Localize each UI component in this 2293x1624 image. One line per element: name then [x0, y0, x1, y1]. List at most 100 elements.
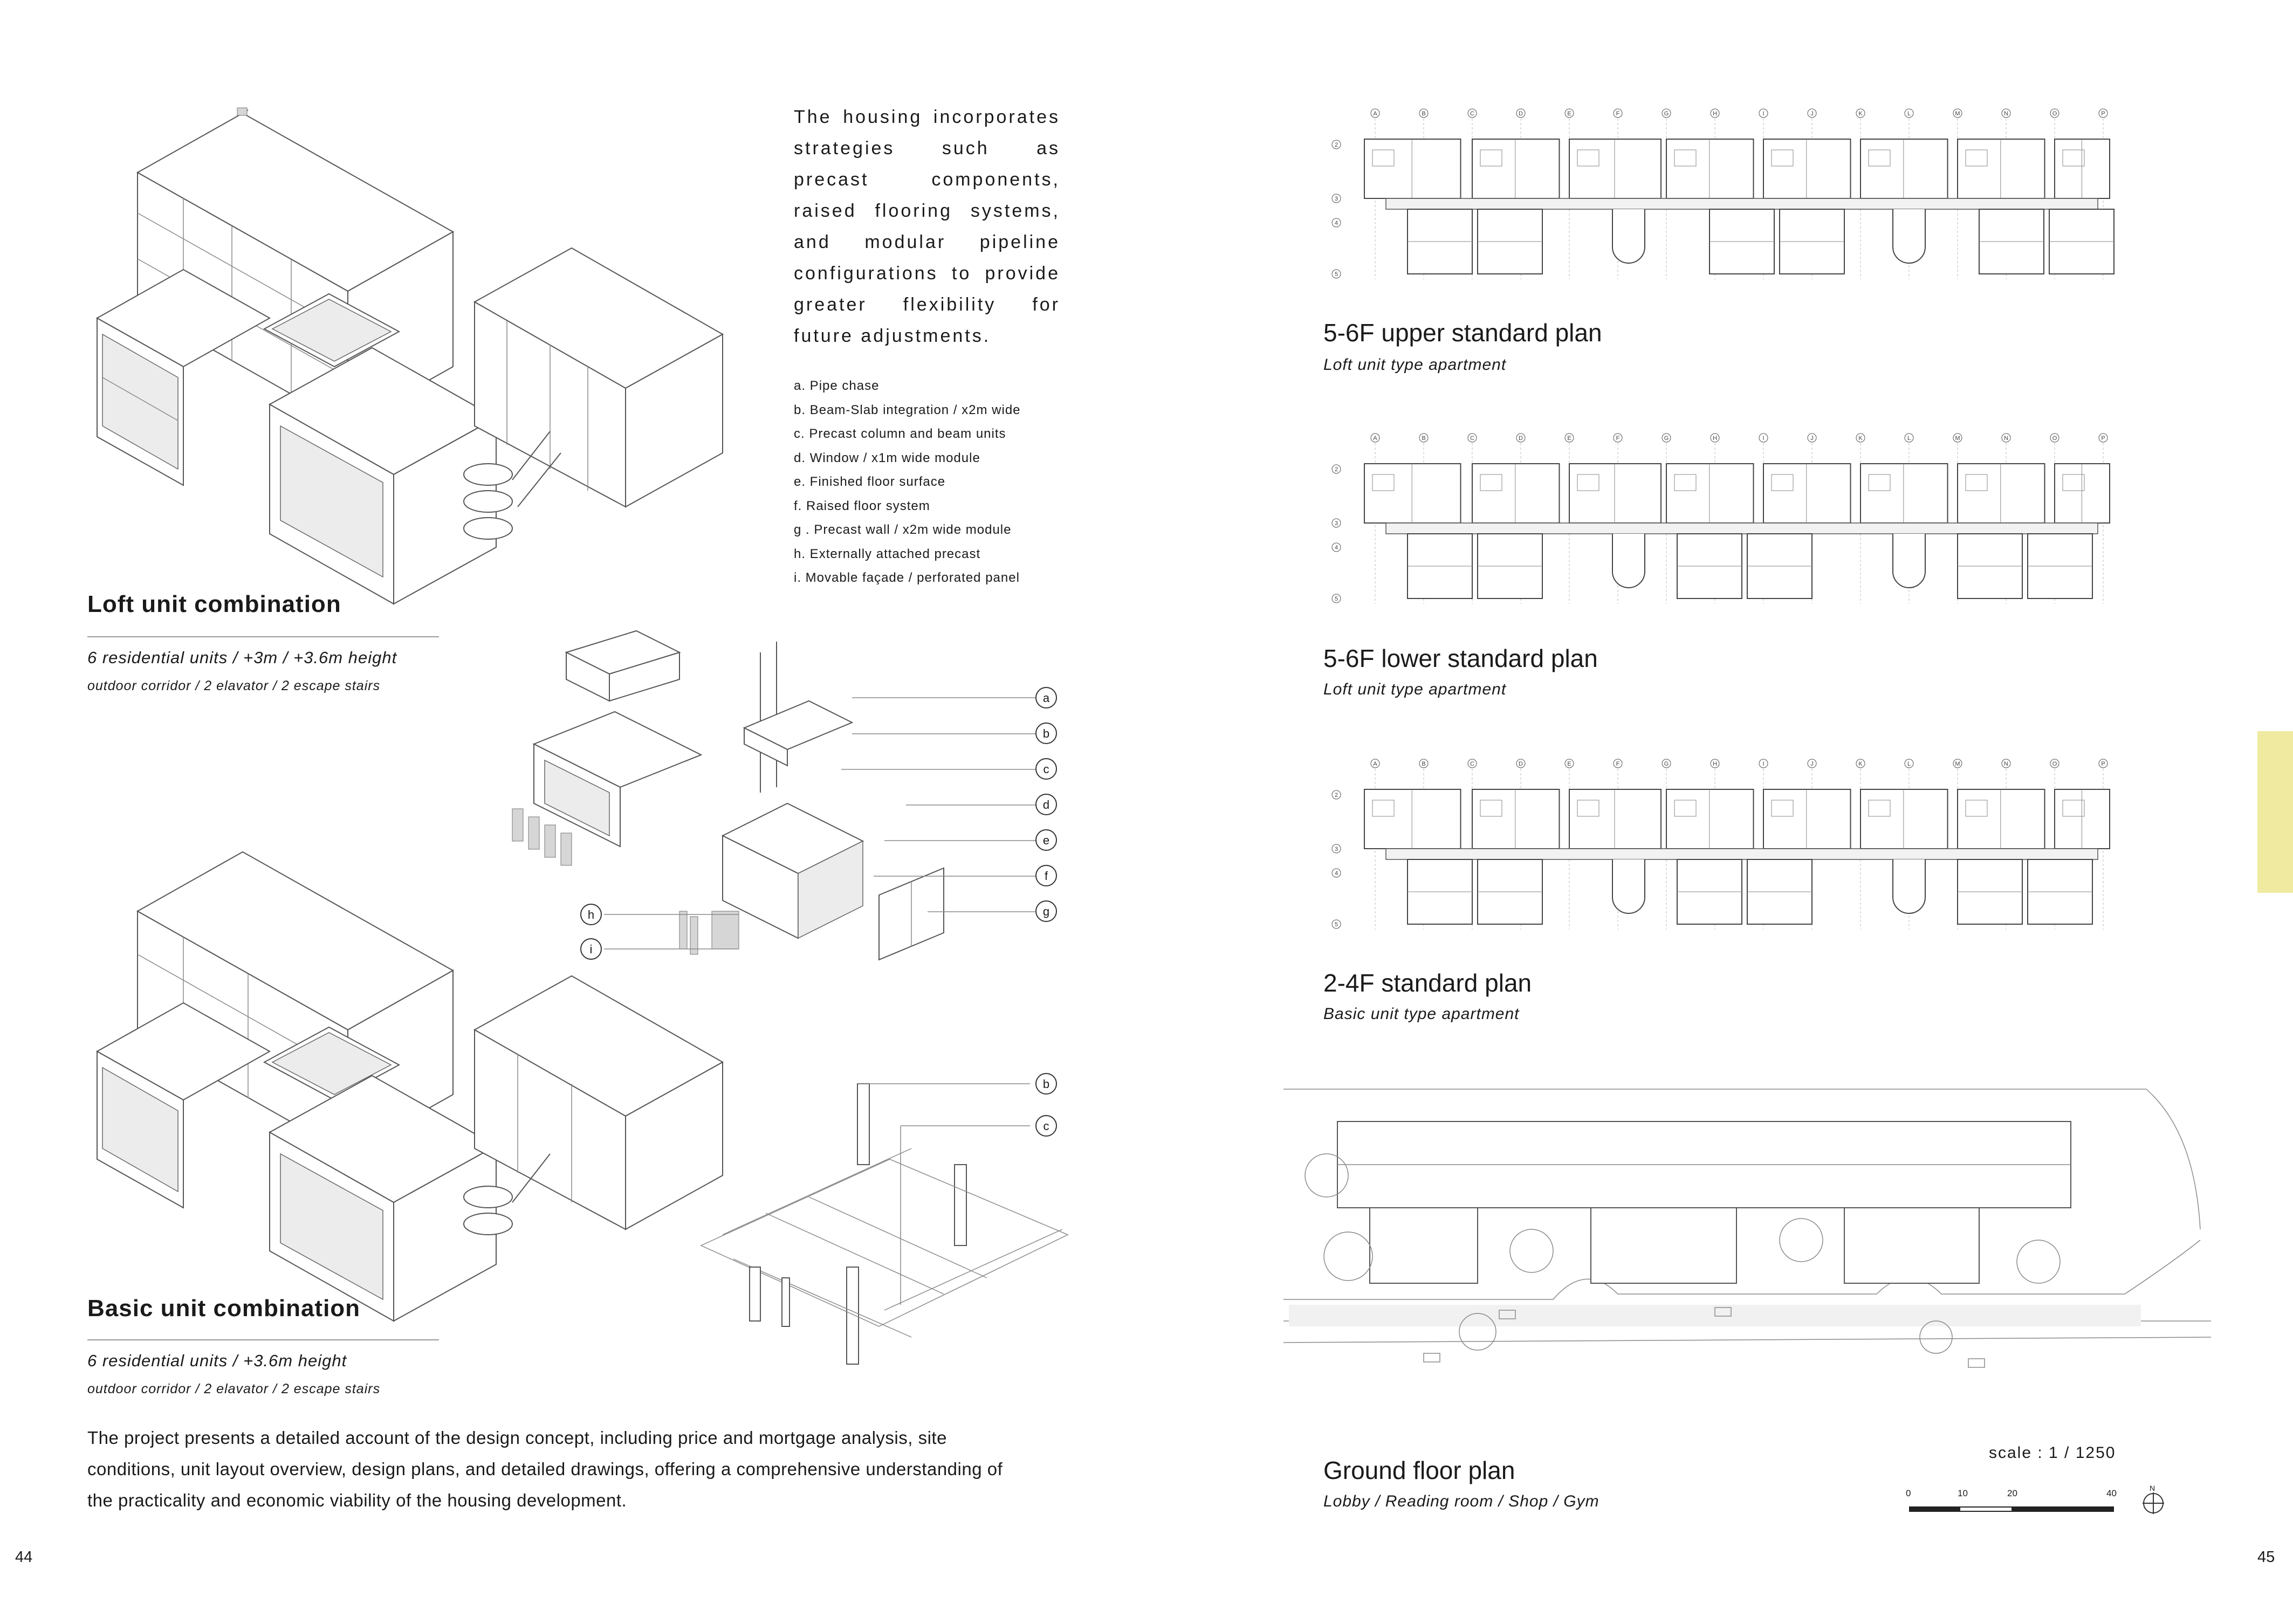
svg-text:4: 4	[1335, 220, 1338, 226]
grid-axis-label: G	[1662, 108, 1671, 118]
loft-unit-subtitle: 6 residential units / +3m / +3.6m height	[87, 648, 397, 667]
unit-room	[2054, 789, 2110, 849]
grid-axis-label: M	[1953, 108, 1962, 118]
grid-axis-label: H	[1710, 108, 1720, 118]
unit-room	[1957, 139, 2045, 199]
grid-axis-label: K	[1856, 433, 1865, 443]
unit-room	[1860, 463, 1948, 524]
grid-axis-label: P	[2098, 108, 2108, 118]
legend-item: d. Window / x1m wide module	[794, 450, 980, 465]
loft-axonometric-drawing	[95, 107, 724, 605]
svg-text:C: C	[1470, 761, 1474, 767]
scale-tick: 20	[2007, 1488, 2017, 1498]
svg-text:2: 2	[1335, 792, 1338, 799]
svg-text:I: I	[1762, 435, 1764, 442]
svg-text:G: G	[1664, 111, 1669, 117]
loft-divider	[87, 636, 439, 637]
unit-room	[1569, 139, 1662, 199]
grid-axis-label: N	[2001, 759, 2011, 768]
svg-text:L: L	[1907, 111, 1911, 117]
svg-text:N: N	[2004, 761, 2008, 767]
unit-room	[1763, 789, 1851, 849]
grid-axis-label: F	[1613, 108, 1623, 118]
svg-text:4: 4	[1335, 870, 1338, 877]
svg-text:5: 5	[1335, 271, 1338, 278]
grid-axis-label: L	[1904, 108, 1914, 118]
svg-text:2: 2	[1335, 466, 1338, 473]
svg-text:L: L	[1907, 761, 1911, 767]
callout-g: g	[1035, 900, 1057, 922]
grid-axis-label: J	[1807, 759, 1817, 768]
page-number-left: 44	[15, 1549, 33, 1566]
basic-axonometric-drawing	[95, 851, 724, 1322]
grid-axis-label: C	[1467, 108, 1477, 118]
grid-axis-label: K	[1856, 108, 1865, 118]
callout-b: b	[1035, 722, 1057, 744]
plan-title-ground: Ground floor plan	[1323, 1456, 1515, 1484]
grid-row-label: 4	[1331, 542, 1341, 552]
svg-text:H: H	[1713, 761, 1717, 767]
svg-text:C: C	[1470, 435, 1474, 442]
unit-room	[1472, 789, 1560, 849]
scale-tick: 0	[1906, 1488, 1911, 1498]
basic-divider	[87, 1339, 439, 1340]
grid-axis-label: G	[1662, 433, 1671, 443]
ground-floor-plan-drawing	[1283, 1089, 2212, 1368]
unit-room	[1763, 463, 1851, 524]
svg-text:A: A	[1373, 435, 1377, 442]
svg-text:M: M	[1955, 761, 1960, 767]
svg-text:F: F	[1616, 435, 1620, 442]
unit-room	[1860, 789, 1948, 849]
grid-axis-label: I	[1759, 433, 1768, 443]
svg-text:J: J	[1810, 111, 1814, 117]
svg-text:P: P	[2101, 435, 2105, 442]
grid-axis-label: A	[1370, 759, 1380, 768]
grid-axis-label: H	[1710, 433, 1720, 443]
grid-row-label: 3	[1331, 518, 1341, 528]
callout-f: f	[1035, 865, 1057, 886]
grid-row-label: 2	[1331, 140, 1341, 149]
page-number-right: 45	[2257, 1549, 2275, 1566]
grid-axis-label: F	[1613, 759, 1623, 768]
svg-text:E: E	[1567, 761, 1571, 767]
grid-axis-label: O	[2050, 433, 2059, 443]
legend-item: a. Pipe chase	[794, 379, 880, 393]
svg-text:I: I	[1762, 111, 1764, 117]
unit-room	[1763, 139, 1851, 199]
grid-axis-label: B	[1419, 433, 1429, 443]
grid-axis-label: A	[1370, 433, 1380, 443]
grid-row-label: 2	[1331, 790, 1341, 800]
legend-item: b. Beam-Slab integration / x2m wide	[794, 402, 1021, 417]
grid-axis-label: D	[1516, 759, 1526, 768]
unit-room	[1364, 789, 1461, 849]
unit-room	[1957, 463, 2045, 524]
unit-room	[2054, 463, 2110, 524]
unit-room	[1860, 139, 1948, 199]
grid-axis-label: B	[1419, 108, 1429, 118]
loft-unit-title: Loft unit combination	[87, 591, 341, 617]
plan-subtitle-lower: Loft unit type apartment	[1323, 680, 1507, 698]
svg-text:E: E	[1567, 111, 1571, 117]
svg-text:N: N	[2004, 435, 2008, 442]
unit-room	[1666, 789, 1754, 849]
grid-axis-label: O	[2050, 759, 2059, 768]
grid-row-label: 3	[1331, 194, 1341, 203]
grid-axis-label: M	[1953, 433, 1962, 443]
svg-text:B: B	[1422, 435, 1425, 442]
grid-row-label: 5	[1331, 594, 1341, 603]
svg-text:K: K	[1858, 111, 1863, 117]
unit-room	[1364, 463, 1461, 524]
svg-text:3: 3	[1335, 846, 1338, 852]
unit-room	[1472, 139, 1560, 199]
grid-axis-label: E	[1564, 108, 1574, 118]
unit-room	[1666, 463, 1754, 524]
grid-axis-label: D	[1516, 433, 1526, 443]
svg-text:G: G	[1664, 435, 1669, 442]
svg-text:5: 5	[1335, 921, 1338, 928]
svg-text:A: A	[1373, 761, 1377, 767]
grid-axis-label: L	[1904, 433, 1914, 443]
svg-text:2: 2	[1335, 142, 1338, 148]
grid-axis-label: N	[2001, 433, 2011, 443]
